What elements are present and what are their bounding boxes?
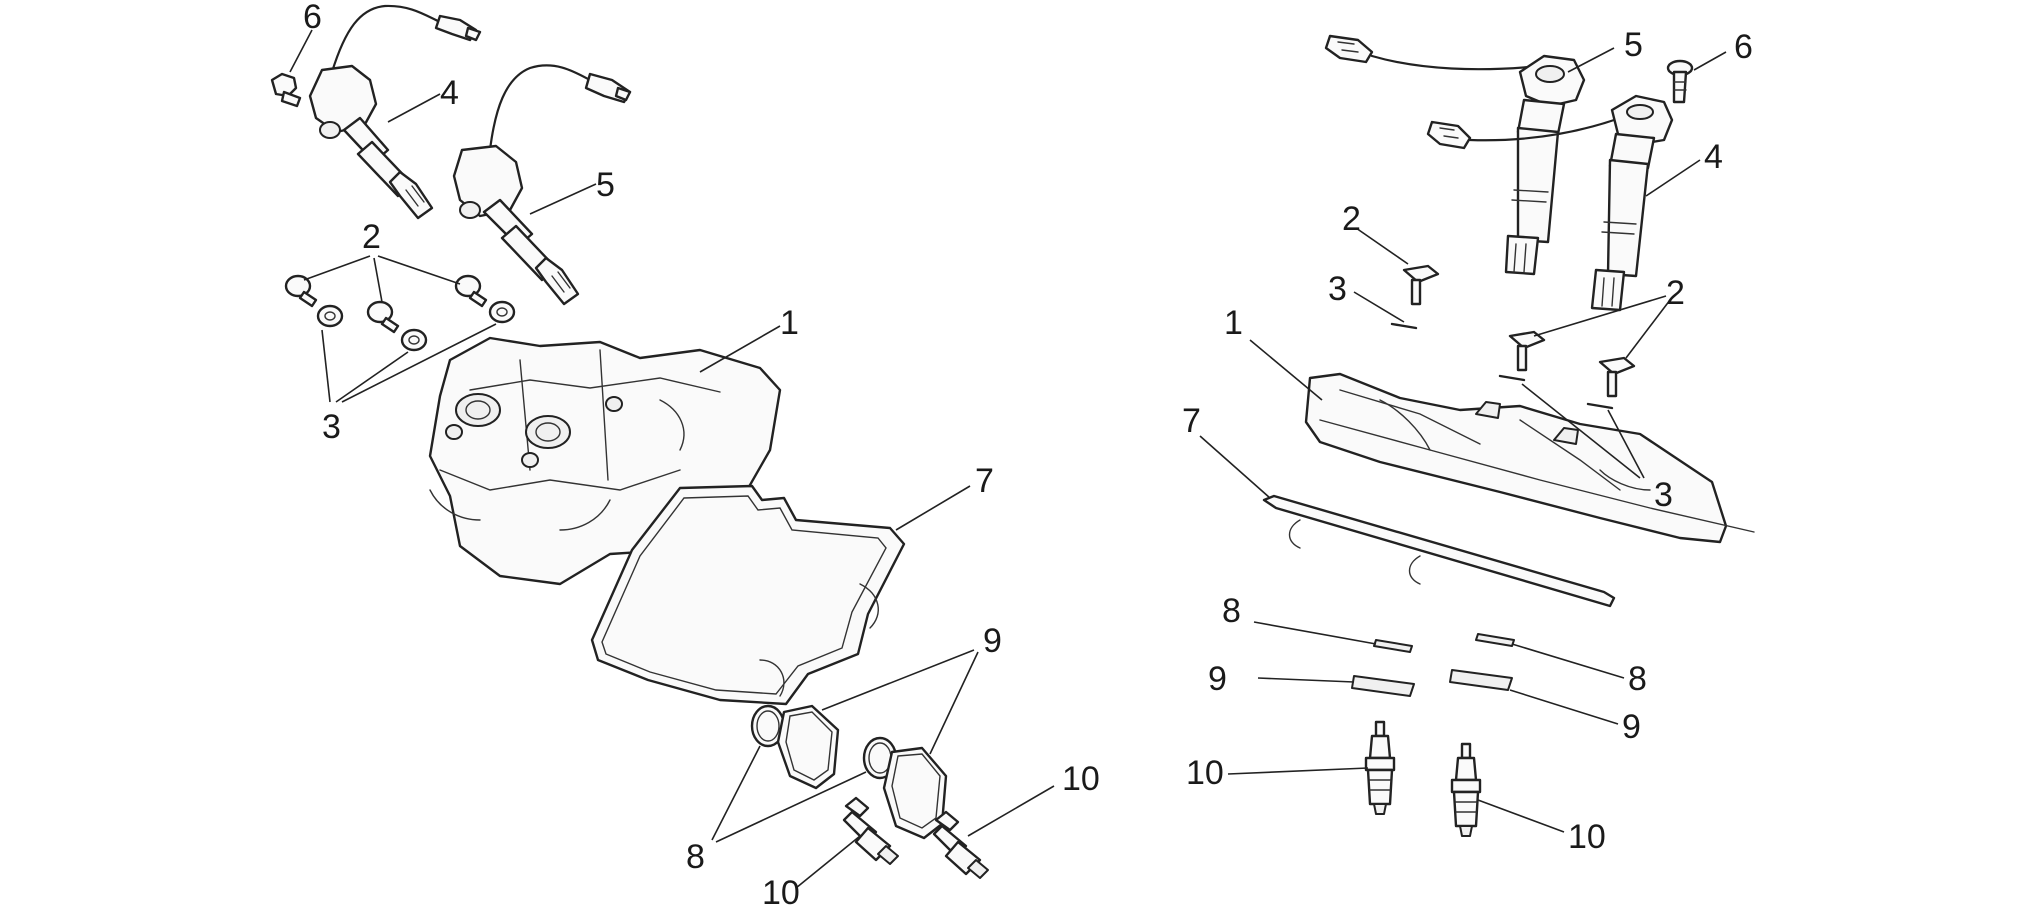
callout-right-6: 6: [1734, 28, 1753, 66]
left-washers-part-3: [316, 300, 516, 352]
right-callouts: 5 6 4 2 3 2 1 7 3 8 8 9 9 10 10: [1182, 26, 1753, 856]
right-view: 5 6 4 2 3 2 1 7 3 8 8 9 9 10 10: [1182, 26, 1755, 856]
callout-right-1: 1: [1224, 304, 1243, 342]
callout-left-7: 7: [975, 462, 994, 500]
right-screws-part-2: [1402, 264, 1636, 398]
callout-left-9: 9: [983, 622, 1002, 660]
callout-right-10a: 10: [1186, 754, 1224, 792]
callout-right-3a: 3: [1328, 270, 1347, 308]
right-gasket-part-7: [1262, 494, 1616, 608]
callout-left-10a: 10: [1062, 760, 1100, 798]
left-orings-part-8: [750, 704, 898, 780]
callout-right-8a: 8: [1222, 592, 1241, 630]
right-seals-part-8: [1373, 633, 1515, 653]
callout-right-2a: 2: [1342, 200, 1361, 238]
left-leader-lines: [289, 29, 1055, 889]
callout-left-10b: 10: [762, 874, 800, 907]
callout-left-3: 3: [322, 408, 341, 446]
right-washers-part-3: [1390, 322, 1614, 410]
left-spark-plugs-part-10: [842, 796, 989, 879]
callout-left-1: 1: [780, 304, 799, 342]
left-callouts: 6 4 5 2 1 3 7 9 8 10 10: [303, 0, 1100, 907]
left-view: 6 4 5 2 1 3 7 9 8 10 10: [270, 0, 1100, 907]
left-screws-part-2: [284, 274, 488, 334]
left-ignition-coil-part-4: [308, 4, 482, 220]
callout-right-5: 5: [1624, 26, 1643, 64]
left-ignition-coil-part-5: [452, 64, 632, 306]
right-head-cover-part-1: [1304, 372, 1755, 544]
callout-right-4: 4: [1704, 138, 1723, 176]
right-spark-plugs-part-10: [1364, 720, 1482, 837]
callout-left-4: 4: [440, 74, 459, 112]
callout-left-2: 2: [362, 218, 381, 256]
callout-right-9a: 9: [1208, 660, 1227, 698]
right-ignition-coil-part-5: [1324, 34, 1586, 276]
callout-left-8: 8: [686, 838, 705, 876]
callout-right-9b: 9: [1622, 708, 1641, 746]
right-bolt-part-6: [1666, 59, 1694, 104]
right-strips-part-9: [1351, 669, 1513, 697]
callout-left-6: 6: [303, 0, 322, 36]
callout-right-3b: 3: [1654, 476, 1673, 514]
left-bolt-part-6: [270, 72, 302, 108]
callout-right-2b: 2: [1666, 274, 1685, 312]
callout-right-8b: 8: [1628, 660, 1647, 698]
left-well-gaskets-part-9: [776, 704, 948, 840]
left-gasket-part-7: [590, 484, 906, 706]
callout-left-5: 5: [596, 166, 615, 204]
callout-right-10b: 10: [1568, 818, 1606, 856]
right-ignition-coil-part-4: [1426, 94, 1674, 312]
right-leader-lines: [1199, 47, 1727, 833]
callout-right-7: 7: [1182, 402, 1201, 440]
